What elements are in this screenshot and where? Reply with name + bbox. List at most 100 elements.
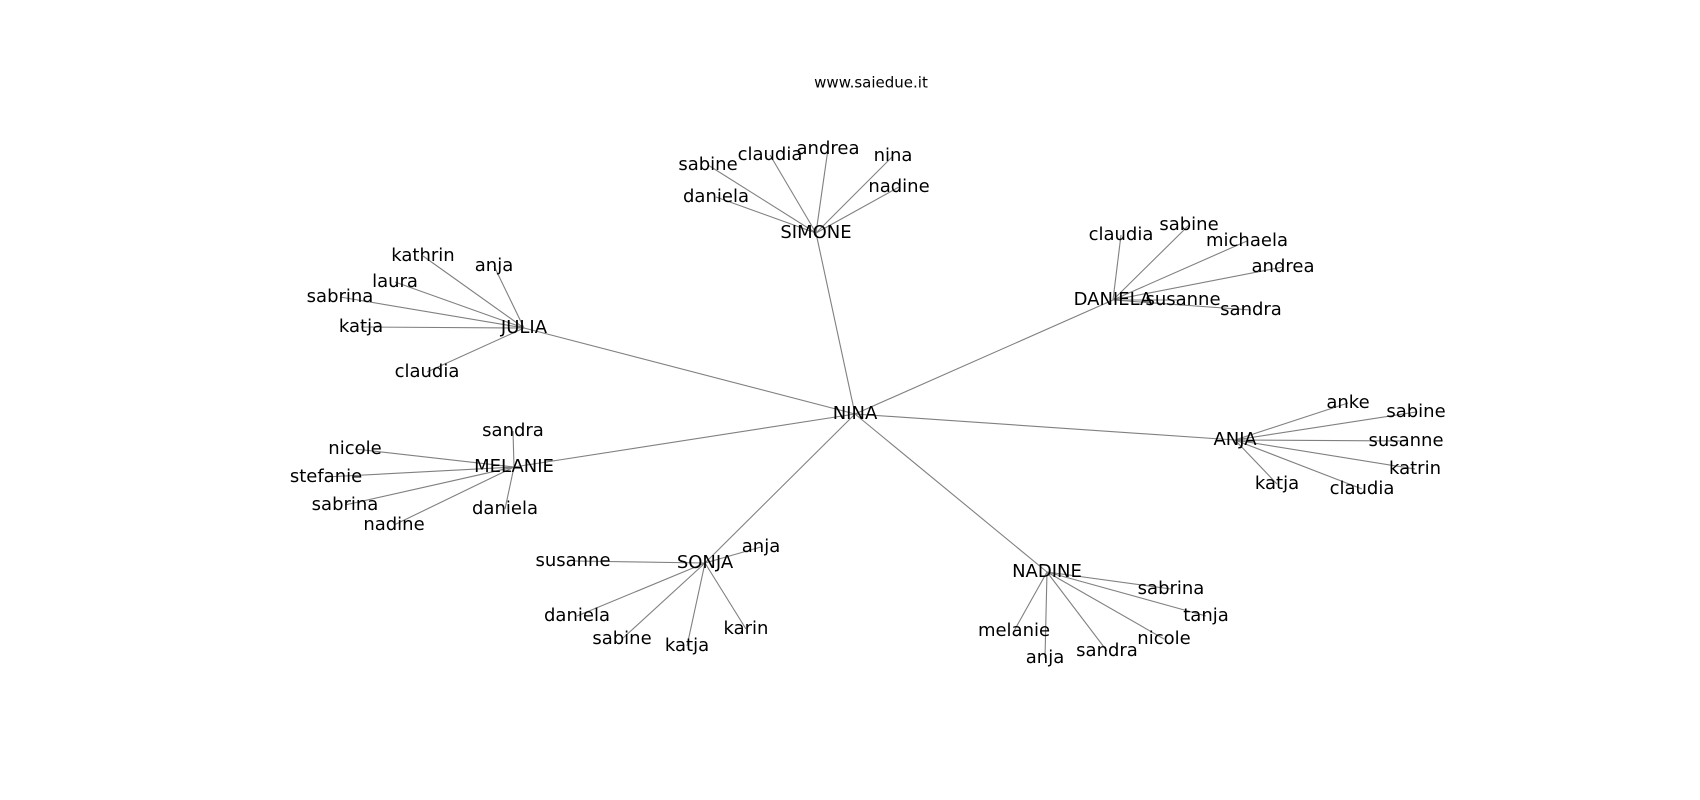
edge-julia-katja	[360, 326, 525, 329]
leaf-node-label: nadine	[868, 176, 929, 197]
leaf-node-label: katrin	[1389, 458, 1441, 479]
edge-simone-andrea	[815, 148, 829, 234]
edge-daniela-andrea	[1112, 266, 1284, 301]
edge-melanie-stefanie	[325, 466, 515, 478]
leaf-node-label: susanne	[535, 550, 610, 571]
edge-julia-kathrin	[422, 255, 525, 329]
edge-nadine-nicole	[1046, 571, 1165, 640]
leaf-node-label: sabine	[1159, 214, 1218, 235]
leaf-node-label: daniela	[683, 186, 749, 207]
hub-node-label-sonja: SONJA	[677, 552, 734, 573]
edge-daniela-claudia	[1112, 234, 1122, 301]
edge-center-daniela	[854, 299, 1114, 415]
edge-center-simone	[815, 232, 856, 415]
edge-melanie-daniela	[504, 466, 515, 510]
leaf-node-label: nicole	[328, 438, 381, 459]
edge-julia-laura	[394, 281, 525, 329]
leaf-node-label: nina	[874, 145, 913, 166]
edge-julia-claudia	[426, 327, 525, 373]
leaf-node-label: melanie	[978, 620, 1050, 641]
leaf-node-label: anke	[1326, 392, 1369, 413]
edge-julia-anja	[493, 265, 525, 329]
leaf-node-label: anja	[1026, 647, 1064, 668]
edge-simone-nina	[815, 155, 894, 234]
edge-anja-anke	[1234, 402, 1349, 441]
edge-sonja-daniela	[576, 562, 706, 617]
leaf-node-label: sabine	[592, 628, 651, 649]
leaf-node-label: michaela	[1206, 230, 1288, 251]
edge-nadine-melanie	[1013, 571, 1048, 632]
edge-simone-claudia	[769, 154, 817, 234]
leaf-node-label: claudia	[1330, 478, 1395, 499]
hub-node-label-simone: SIMONE	[780, 222, 851, 243]
edge-center-anja	[854, 413, 1236, 441]
leaf-node-label: claudia	[1089, 224, 1154, 245]
edge-nadine-sandra	[1046, 571, 1108, 652]
leaf-node-label: andrea	[1252, 256, 1315, 277]
edge-anja-claudia	[1234, 439, 1363, 490]
leaf-node-label: kathrin	[391, 245, 454, 266]
leaf-node-label: nicole	[1137, 628, 1190, 649]
edge-center-sonja	[704, 413, 856, 564]
leaf-node-label: sabine	[678, 154, 737, 175]
hub-node-label-anja: ANJA	[1213, 429, 1257, 450]
edge-nadine-sabrina	[1046, 571, 1172, 590]
edge-simone-daniela	[715, 196, 817, 234]
leaf-node-label: laura	[372, 271, 418, 292]
hub-node-label-julia: JULIA	[500, 317, 548, 338]
edges	[325, 148, 1417, 659]
leaf-node-label: daniela	[472, 498, 538, 519]
leaf-node-label: karin	[724, 618, 769, 639]
leaf-node-label: claudia	[738, 144, 803, 165]
edge-sonja-karin	[704, 562, 747, 630]
edge-daniela-sabine	[1112, 224, 1190, 301]
edge-nadine-anja	[1044, 571, 1048, 659]
leaf-node-label: katja	[665, 635, 709, 656]
edge-anja-sabine	[1234, 411, 1417, 441]
leaf-node-label: stefanie	[290, 466, 362, 487]
edge-anja-katrin	[1234, 439, 1416, 470]
edge-melanie-sandra	[512, 430, 515, 468]
edge-center-nadine	[854, 413, 1048, 573]
leaf-node-label: sandra	[1076, 640, 1138, 661]
edge-center-melanie	[513, 413, 856, 468]
edge-sonja-susanne	[572, 560, 706, 564]
edge-julia-sabrina	[339, 296, 525, 329]
edge-sonja-katja	[686, 562, 706, 647]
leaf-node-label: sandra	[1220, 299, 1282, 320]
leaf-node-label: daniela	[544, 605, 610, 626]
edge-nadine-tanja	[1046, 571, 1207, 617]
hub-node-label-nadine: NADINE	[1012, 561, 1082, 582]
edge-center-julia	[523, 327, 856, 415]
leaf-node-label: tanja	[1183, 605, 1229, 626]
leaf-node-label: sabrina	[312, 494, 379, 515]
edge-melanie-nadine	[393, 466, 515, 526]
leaf-node-label: sabine	[1386, 401, 1445, 422]
hub-node-label-melanie: MELANIE	[474, 456, 554, 477]
edge-melanie-sabrina	[344, 466, 515, 506]
edge-sonja-sabine	[621, 562, 706, 640]
leaf-node-label: katja	[1255, 473, 1299, 494]
leaf-node-label: anja	[742, 536, 780, 557]
edge-simone-nadine	[815, 186, 900, 234]
leaf-node-label: susanne	[1368, 430, 1443, 451]
edge-simone-sabine	[707, 164, 817, 234]
edge-melanie-nicole	[354, 448, 515, 468]
hub-node-label-daniela: DANIELA	[1074, 289, 1153, 310]
leaf-node-label: claudia	[395, 361, 460, 382]
leaf-node-label: susanne	[1145, 289, 1220, 310]
edge-anja-katja	[1234, 439, 1278, 485]
edge-sonja-anja	[704, 546, 762, 564]
leaf-node-label: sabrina	[1138, 578, 1205, 599]
edge-daniela-michaela	[1112, 240, 1248, 301]
edge-daniela-sandra	[1112, 299, 1252, 311]
leaf-node-label: nadine	[363, 514, 424, 535]
center-node-label: NINA	[833, 403, 878, 424]
leaf-node-label: katja	[339, 316, 383, 337]
edge-anja-susanne	[1234, 439, 1407, 442]
leaf-node-label: sandra	[482, 420, 544, 441]
site-label: www.saiedue.it	[814, 74, 928, 92]
leaf-node-label: sabrina	[307, 286, 374, 307]
